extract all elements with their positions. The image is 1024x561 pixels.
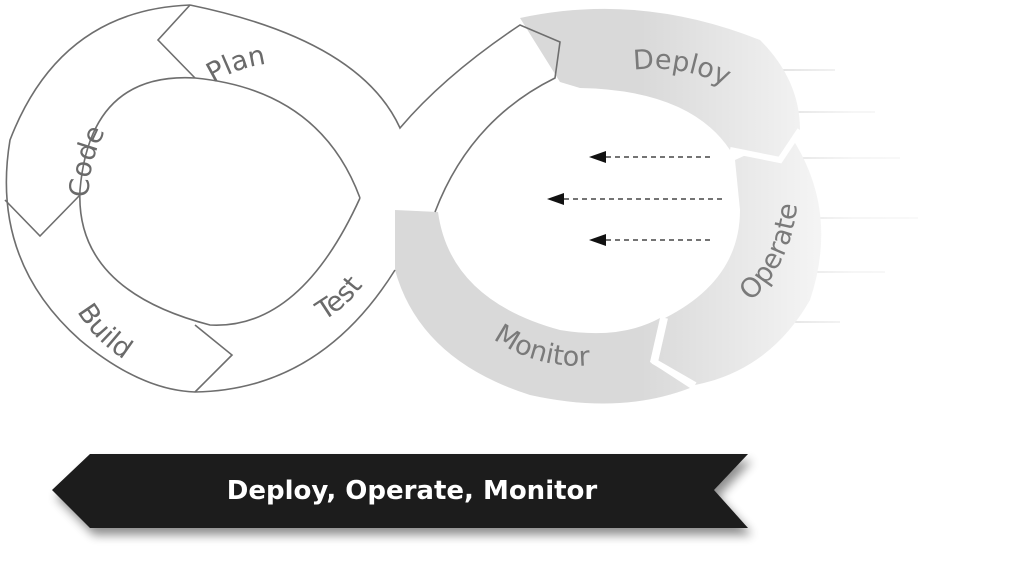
plan-label: Plan [201, 40, 268, 89]
arrow-head-middle-icon [547, 193, 564, 205]
test-label: Test [310, 270, 369, 327]
arrow-head-bottom-icon [589, 234, 606, 246]
banner-text: Deploy, Operate, Monitor [227, 476, 598, 506]
arrow-heads [547, 151, 606, 246]
fade-overlay [640, 0, 1024, 420]
arrow-head-top-icon [589, 151, 606, 163]
code-label: Code [64, 121, 111, 198]
left-loop [4, 4, 561, 393]
banner: Deploy, Operate, Monitor [52, 454, 748, 528]
banner-shape [52, 454, 748, 528]
monitor-segment [395, 210, 690, 404]
build-label: Build [71, 298, 138, 365]
